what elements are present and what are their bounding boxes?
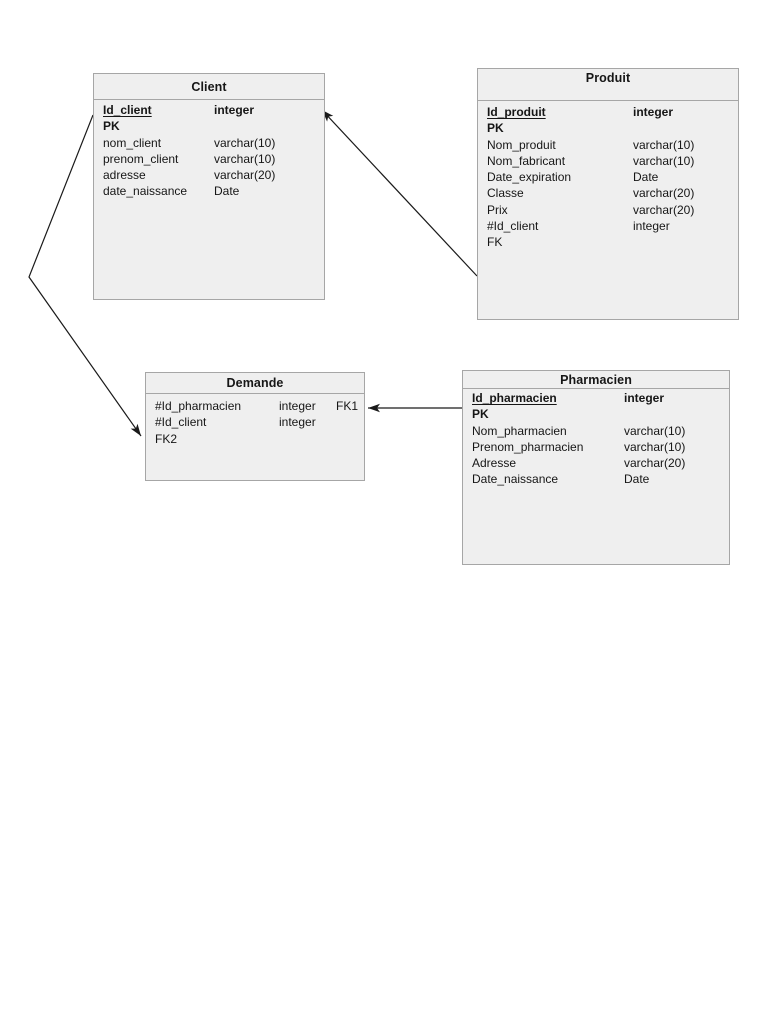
attribute-type: varchar(10) bbox=[633, 137, 695, 152]
attribute-row: Id_produit integer bbox=[478, 104, 738, 120]
attribute-type: varchar(20) bbox=[624, 456, 686, 471]
attribute-type: varchar(20) bbox=[633, 202, 695, 217]
attribute-row: date_naissance Date bbox=[94, 183, 324, 199]
attribute-type: Date bbox=[633, 170, 659, 185]
attribute-name: #Id_client bbox=[155, 415, 207, 430]
attribute-row: Prenom_pharmacien varchar(10) bbox=[463, 439, 729, 455]
attribute-name: #Id_client bbox=[487, 219, 539, 234]
attribute-row: Nom_produit varchar(10) bbox=[478, 137, 738, 153]
attribute-name: prenom_client bbox=[103, 151, 179, 166]
attribute-row: Nom_pharmacien varchar(10) bbox=[463, 423, 729, 439]
attribute-row: adresse varchar(20) bbox=[94, 167, 324, 183]
attribute-name: Prix bbox=[487, 202, 508, 217]
attribute-row: PK bbox=[463, 406, 729, 422]
attribute-type: integer bbox=[279, 399, 316, 413]
entity-header-demande: Demande bbox=[146, 373, 364, 394]
attribute-row: PK bbox=[94, 118, 324, 134]
relation-arrow-produit-to-client bbox=[321, 109, 478, 277]
attribute-name: nom_client bbox=[103, 135, 162, 150]
attribute-name: Prenom_pharmacien bbox=[472, 439, 584, 454]
attribute-row: Classe varchar(20) bbox=[478, 185, 738, 201]
attribute-name: Date_naissance bbox=[472, 472, 559, 487]
attribute-type: varchar(10) bbox=[624, 423, 686, 438]
entity-header-client: Client bbox=[94, 74, 324, 100]
attribute-name: adresse bbox=[103, 168, 146, 183]
attribute-row: #Id_client integer bbox=[146, 414, 364, 430]
attribute-row: FK bbox=[478, 234, 738, 250]
attribute-name: PK bbox=[103, 119, 120, 134]
attribute-row: Id_pharmacien integer bbox=[463, 390, 729, 406]
attribute-name: Id_produit bbox=[487, 105, 546, 119]
attribute-row: Adresse varchar(20) bbox=[463, 455, 729, 471]
attribute-type: integer bbox=[624, 391, 665, 405]
attribute-type: varchar(10) bbox=[214, 151, 276, 166]
attribute-name: date_naissance bbox=[103, 184, 188, 199]
attribute-name: Nom_pharmacien bbox=[472, 423, 567, 438]
entity-header-pharmacien: Pharmacien bbox=[463, 371, 729, 389]
attribute-type: varchar(10) bbox=[633, 153, 695, 168]
attribute-name: Nom_fabricant bbox=[487, 153, 566, 168]
attribute-row: FK2 bbox=[146, 431, 364, 447]
attribute-name: Nom_produit bbox=[487, 137, 556, 152]
attribute-name: Date_expiration bbox=[487, 170, 572, 185]
attribute-row: Prix varchar(20) bbox=[478, 202, 738, 218]
attribute-type: varchar(20) bbox=[214, 168, 276, 183]
attribute-name: #Id_pharmacien bbox=[155, 399, 242, 413]
attribute-row: prenom_client varchar(10) bbox=[94, 151, 324, 167]
entity-title: Demande bbox=[226, 376, 284, 390]
attribute-fk-label: FK1 bbox=[336, 399, 359, 413]
attribute-type: Date bbox=[214, 184, 240, 199]
attribute-row: PK bbox=[478, 120, 738, 136]
attribute-row: #Id_client integer bbox=[478, 218, 738, 234]
attribute-row: Nom_fabricant varchar(10) bbox=[478, 153, 738, 169]
entity-title: Produit bbox=[585, 71, 631, 85]
entity-header-produit: Produit bbox=[478, 69, 738, 101]
attribute-name: PK bbox=[472, 407, 489, 422]
attribute-type: integer bbox=[633, 219, 670, 234]
attribute-row: #Id_pharmacien integer FK1 bbox=[146, 398, 364, 414]
attribute-type: varchar(20) bbox=[633, 186, 695, 201]
attribute-name: FK bbox=[487, 235, 503, 250]
attribute-type: integer bbox=[279, 415, 316, 430]
attribute-type: varchar(10) bbox=[214, 135, 276, 150]
attribute-type: integer bbox=[633, 105, 674, 119]
attribute-name: Id_client bbox=[103, 103, 152, 117]
attribute-row: Date_naissance Date bbox=[463, 471, 729, 487]
attribute-name: FK2 bbox=[155, 431, 178, 446]
attribute-name: Id_pharmacien bbox=[472, 391, 557, 405]
attribute-name: Classe bbox=[487, 186, 524, 201]
entity-title: Pharmacien bbox=[560, 372, 632, 387]
entity-title: Client bbox=[191, 79, 227, 94]
attribute-row: Date_expiration Date bbox=[478, 169, 738, 185]
attribute-name: PK bbox=[487, 121, 504, 136]
attribute-type: Date bbox=[624, 472, 650, 487]
attribute-type: varchar(10) bbox=[624, 439, 686, 454]
attribute-row: Id_client integer bbox=[94, 102, 324, 118]
attribute-type: integer bbox=[214, 103, 255, 117]
attribute-name: Adresse bbox=[472, 456, 517, 471]
attribute-row: nom_client varchar(10) bbox=[94, 135, 324, 151]
